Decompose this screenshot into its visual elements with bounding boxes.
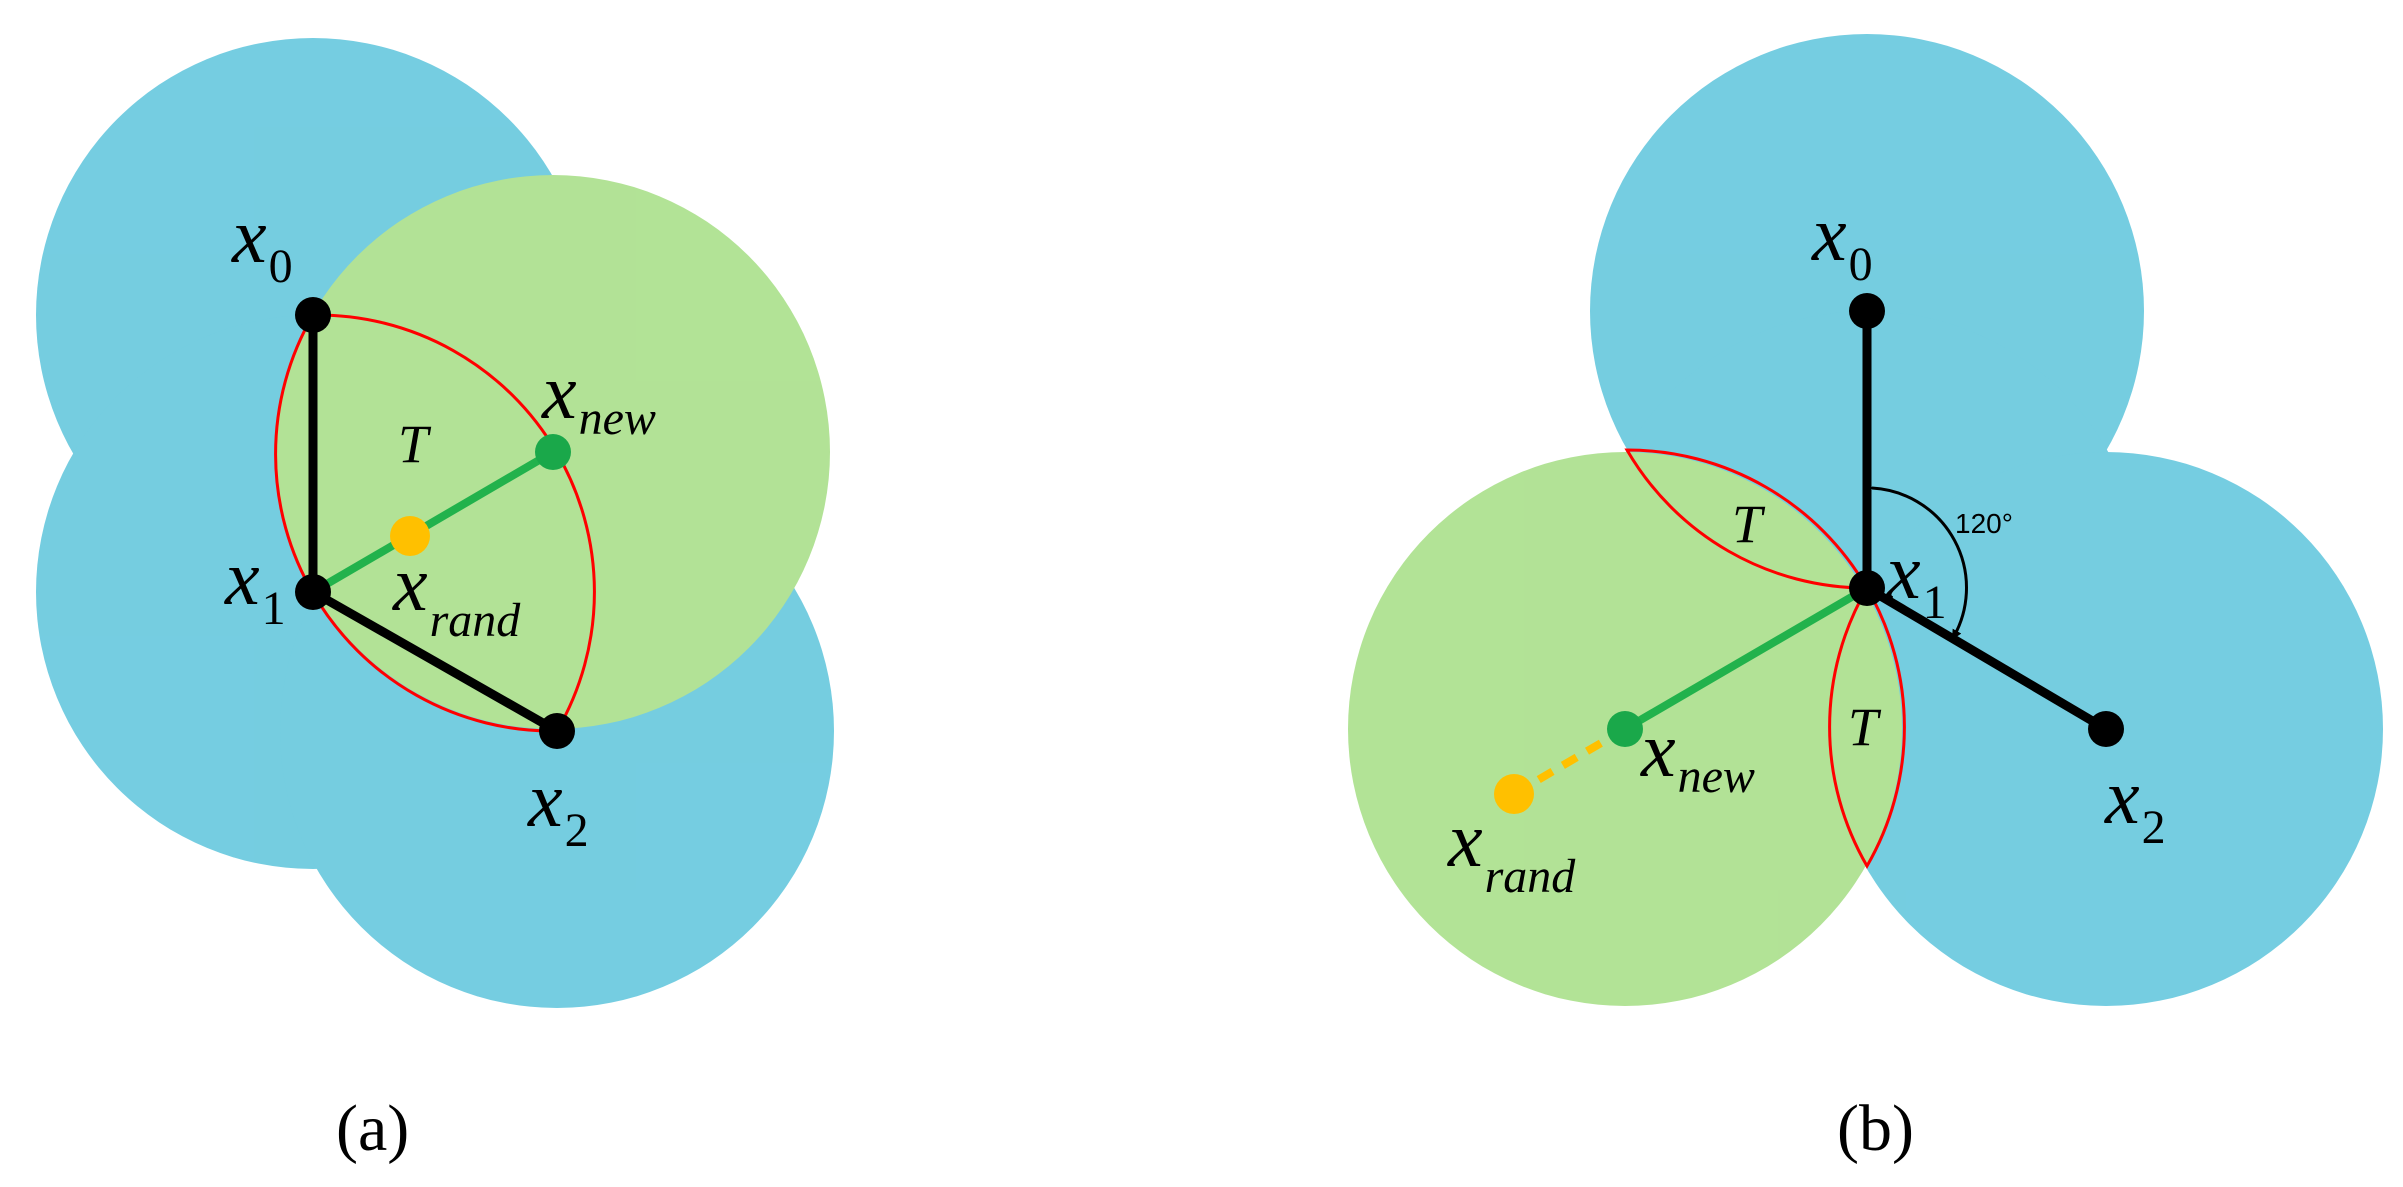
node-x-new — [1607, 711, 1643, 747]
node-x-rand — [1494, 774, 1534, 814]
label-region-t-upper: T — [1732, 494, 1766, 554]
node-x2 — [539, 713, 575, 749]
label-x1: x1 — [1885, 528, 1947, 629]
node-x-rand — [390, 516, 430, 556]
label-x-rand: xrand — [1447, 796, 1576, 903]
label-x2: x2 — [2104, 753, 2166, 854]
node-x-new — [535, 434, 571, 470]
label-angle-120: 120° — [1955, 508, 2013, 539]
node-x1 — [1849, 570, 1885, 606]
edge-x1-xnew — [310, 448, 556, 596]
node-x2 — [2088, 711, 2124, 747]
node-x0 — [295, 297, 331, 333]
label-x2: x2 — [527, 756, 589, 857]
label-region-t-lower: T — [1848, 697, 1882, 757]
label-x0: x0 — [231, 192, 293, 293]
label-x-new: xnew — [1640, 706, 1755, 803]
panel-b: 120° x0 x1 x2 xnew xrand T T (b) — [1348, 34, 2383, 1165]
edge-x1-x2 — [310, 588, 560, 735]
panel-a: x0 x1 x2 xnew xrand T (a) — [36, 38, 834, 1165]
label-region-t: T — [398, 414, 432, 474]
label-x1: x1 — [224, 534, 286, 635]
edge-xnew-xrand — [1511, 725, 1628, 798]
node-x1 — [295, 574, 331, 610]
node-x0 — [1849, 293, 1885, 329]
label-x-new: xnew — [541, 348, 656, 445]
caption-a: (a) — [336, 1092, 409, 1165]
caption-b: (b) — [1837, 1092, 1914, 1165]
label-x0: x0 — [1811, 190, 1873, 291]
label-x-rand: xrand — [392, 540, 521, 647]
edge-x1-xnew — [1622, 584, 1870, 733]
region-t-lower-outline — [1828, 585, 1906, 869]
angle-arc-120 — [1863, 482, 1968, 640]
